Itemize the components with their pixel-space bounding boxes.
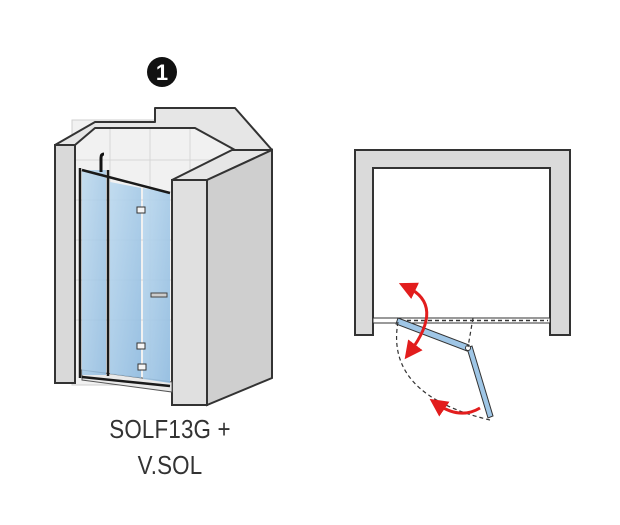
plan-walls bbox=[354, 149, 571, 336]
numbered-circle-icon bbox=[147, 57, 177, 87]
curved-double-arrow-icon bbox=[398, 282, 429, 360]
curved-arrow-icon bbox=[429, 398, 481, 417]
glass-panel-middle bbox=[110, 182, 141, 378]
product-code-line2: V.SOL bbox=[137, 450, 203, 480]
step-number: 1 bbox=[156, 60, 168, 85]
glass-panel-left bbox=[82, 170, 106, 375]
wall-hook bbox=[99, 152, 105, 172]
door-handle bbox=[150, 292, 168, 298]
enclosure-illustration bbox=[54, 107, 273, 407]
door-profiles bbox=[78, 168, 171, 388]
left-wall bbox=[54, 144, 76, 384]
product-code-line1: SOLF13G + bbox=[109, 414, 231, 444]
right-wall-side bbox=[206, 148, 273, 407]
step-badge: 1 bbox=[147, 57, 177, 87]
plan-hinge bbox=[465, 345, 471, 351]
closed-door-outline bbox=[372, 317, 551, 324]
plan-view bbox=[354, 149, 571, 421]
swing-dash-a bbox=[467, 317, 474, 348]
hinges bbox=[136, 206, 147, 371]
glass-panel-right bbox=[143, 188, 170, 383]
